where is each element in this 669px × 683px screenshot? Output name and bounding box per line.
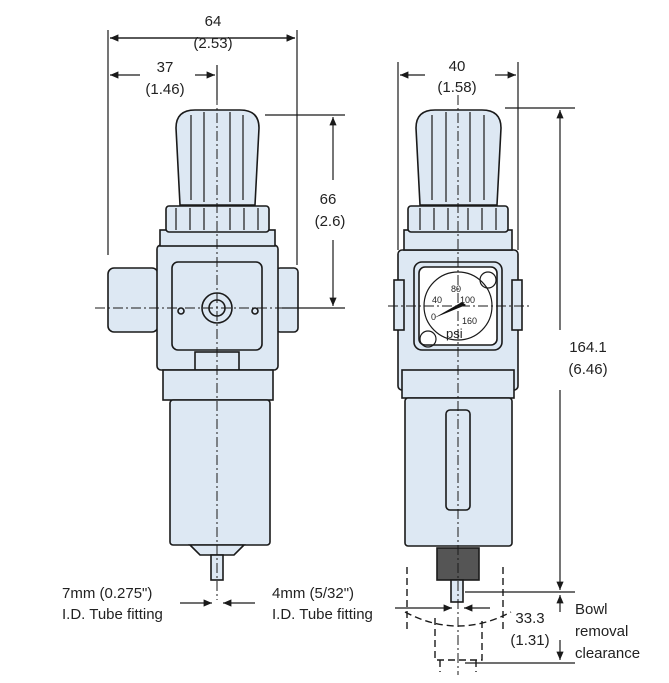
dim-33-in: (1.31) [510,632,549,649]
gauge-tick: 40 [432,295,442,305]
left-port [107,267,159,333]
dim-66: 66 [320,191,337,208]
dim-164: 164.1 [569,339,607,356]
dim-33: 33.3 [515,610,544,627]
gauge-tick: 0 [431,312,436,322]
bowl-label: Bowl [575,601,608,618]
dim-66-in: (2.6) [315,213,346,230]
bowl-label: clearance [575,645,640,662]
dim-37-in: (1.46) [145,81,184,98]
side-view: 0 40 80 100 160 psi [388,95,530,675]
dim-164-in: (6.46) [568,361,607,378]
tube-7mm-label: 7mm (0.275") [62,585,152,602]
tube-4mm-label: 4mm (5/32") [272,585,354,602]
gauge-tick: 160 [462,316,477,326]
dim-40-in: (1.58) [437,79,476,96]
dim-64-in: (2.53) [193,35,232,52]
front-view [95,95,310,600]
bowl-label: removal [575,623,628,640]
bowl-collar [162,369,274,401]
right-port [275,267,299,333]
gauge-tick: 80 [451,284,461,294]
gauge-unit: psi [446,326,463,341]
dimension-lines [107,30,575,664]
dim-40: 40 [449,58,466,75]
dim-64: 64 [205,13,222,30]
gauge-tick: 100 [460,295,475,305]
filter-bowl [169,399,271,546]
tube-4mm-label: I.D. Tube fitting [272,606,373,623]
dim-37: 37 [157,59,174,76]
tube-fitting-side [450,579,464,603]
tube-7mm-label: I.D. Tube fitting [62,606,163,623]
